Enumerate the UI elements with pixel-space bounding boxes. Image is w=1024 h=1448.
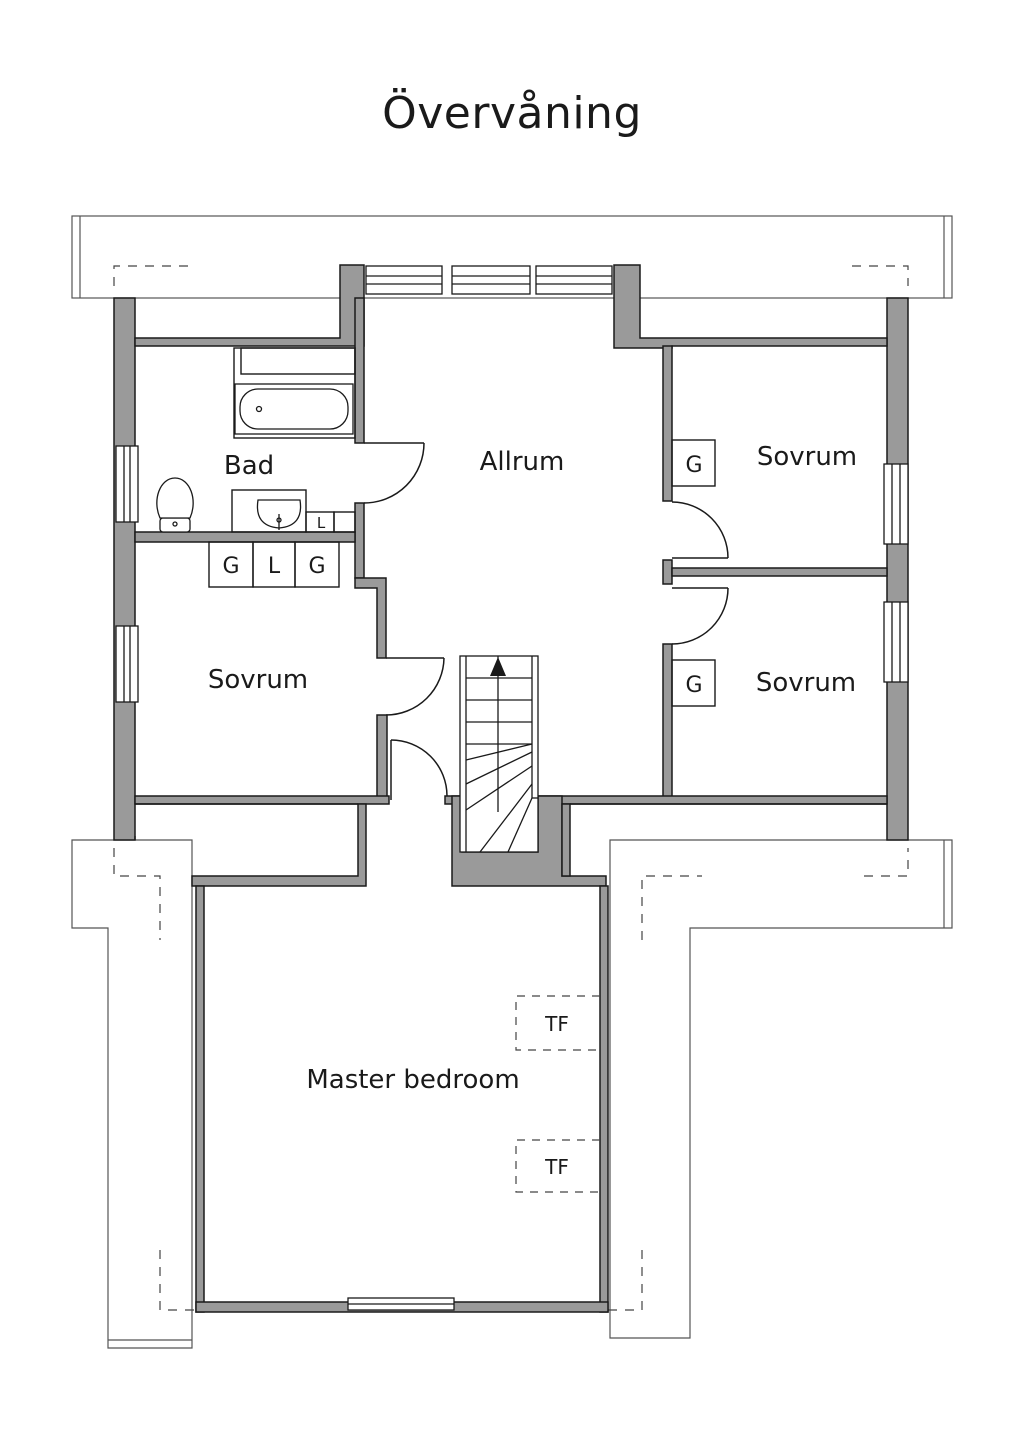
door-swing-icon <box>390 739 448 800</box>
bathroom-fixtures <box>156 383 354 533</box>
door-swing-icon <box>385 657 445 716</box>
window-icon <box>115 625 139 703</box>
door-swing-icon <box>363 442 425 504</box>
bathtub-icon <box>234 383 354 435</box>
door-swing-icon <box>671 501 729 559</box>
window-icon <box>451 265 531 295</box>
tf-label: TF <box>544 1012 569 1036</box>
room-label-sovrum-left: Sovrum <box>208 665 308 695</box>
closet-label-g: G <box>222 554 239 579</box>
room-label-master-bedroom: Master bedroom <box>306 1065 519 1095</box>
window-icon <box>365 265 443 295</box>
interior-lines <box>134 347 887 840</box>
bath-closet-label-l: L <box>317 514 326 532</box>
door-swing-icon <box>671 587 729 645</box>
roof-eaves <box>71 215 953 1349</box>
window-icon <box>535 265 613 295</box>
staircase <box>459 655 539 853</box>
doors <box>363 442 729 800</box>
closet-label-l: L <box>268 554 281 579</box>
room-label-allrum: Allrum <box>480 447 565 477</box>
tf-label: TF <box>544 1155 569 1179</box>
windows <box>115 265 909 1311</box>
walls <box>113 264 909 1313</box>
room-label-bad: Bad <box>224 451 274 481</box>
labels: Allrum Bad Sovrum Sovrum Sovrum Master b… <box>208 442 857 1179</box>
window-icon <box>115 445 139 523</box>
room-label-sovrum-top-right: Sovrum <box>757 442 857 472</box>
toilet-icon <box>156 477 194 533</box>
sink-icon <box>256 499 302 530</box>
closet-label-g: G <box>685 673 702 698</box>
room-label-sovrum-bottom-right: Sovrum <box>756 668 856 698</box>
window-icon <box>883 463 909 545</box>
closet-label-g: G <box>685 453 702 478</box>
tf-boxes <box>515 995 600 1193</box>
stair-arrow-icon <box>490 657 506 676</box>
roof-dashed-lines <box>113 265 909 1311</box>
plan-title: Övervåning <box>382 88 642 139</box>
closet-label-g: G <box>308 554 325 579</box>
window-icon <box>883 601 909 683</box>
